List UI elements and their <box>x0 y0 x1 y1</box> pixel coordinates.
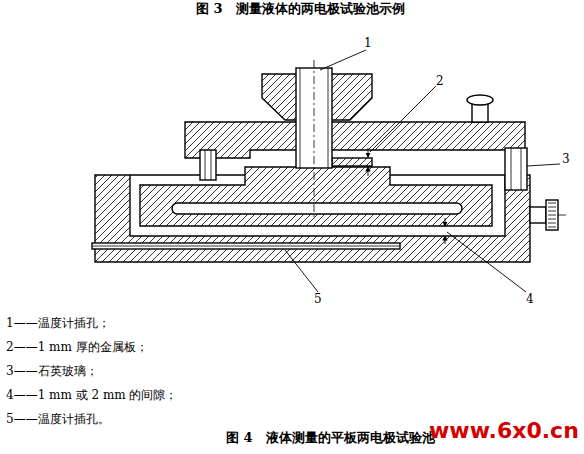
figure-title: 图 3 测量液体的两电极试验池示例 <box>196 1 405 17</box>
callout-number: 1 <box>364 36 372 50</box>
leader-line <box>320 50 366 70</box>
leader-line <box>527 164 560 166</box>
side-screw <box>530 207 546 223</box>
gap-arrow <box>368 167 369 176</box>
callout-number: 5 <box>314 292 322 306</box>
legend-line: 3——石英玻璃； <box>6 364 98 378</box>
legend-line: 4——1 mm 或 2 mm 的间隙； <box>6 388 178 402</box>
gap-arrow <box>368 148 369 157</box>
top-plate <box>185 122 525 158</box>
legend-line: 1——温度计插孔； <box>6 316 110 330</box>
left-pin <box>200 150 216 180</box>
callout-number: 2 <box>436 74 444 88</box>
legend-line: 2——1 mm 厚的金属板； <box>6 340 148 354</box>
figure-caption: 图 4 液体测量的平板两电极试验池 <box>226 430 435 446</box>
top-knob-stem <box>472 104 488 122</box>
leader-line <box>370 86 436 152</box>
leader-line <box>285 250 318 292</box>
lower-electrode <box>140 167 492 226</box>
centerline <box>314 60 315 218</box>
legend-line: 5——温度计插孔。 <box>6 412 110 426</box>
metal-plate <box>332 158 372 166</box>
gap-arrow <box>445 236 446 244</box>
bottom-thermometer-hole <box>92 243 400 249</box>
side-knob <box>546 200 558 230</box>
leader-line <box>447 232 526 292</box>
slot <box>172 203 462 214</box>
top-knob <box>467 95 493 105</box>
callout-number: 4 <box>526 292 534 306</box>
watermark: www.6x0.cn <box>429 418 579 444</box>
gap-arrow <box>445 218 446 226</box>
callout-number: 3 <box>562 152 570 166</box>
quartz-glass <box>505 148 527 190</box>
